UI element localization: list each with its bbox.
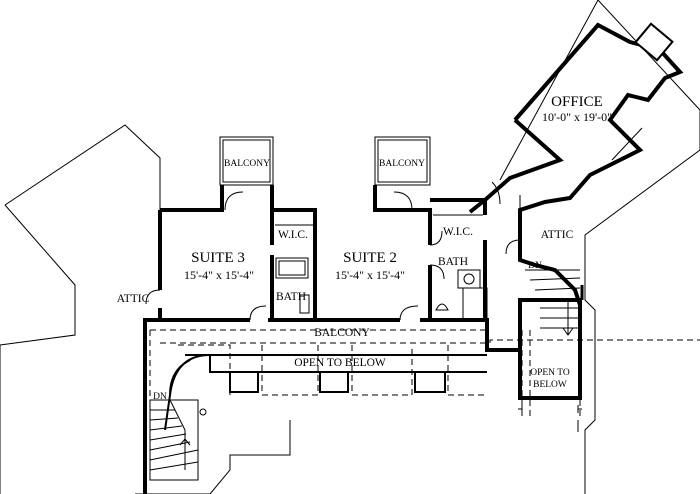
dn-right-label: DN: [528, 261, 542, 271]
sink-basin-right: [463, 273, 475, 285]
corridor-walls: [145, 298, 582, 400]
open-to-below-right-line1: OPEN TO: [530, 368, 570, 378]
open-to-below-railing: [185, 354, 487, 393]
suites-walls: [143, 185, 472, 494]
suite2-dims: 15'-4" x 15'-4": [335, 268, 405, 282]
toilet-left: [299, 294, 310, 314]
suite2-label: SUITE 2: [343, 250, 397, 266]
door-suite2: [393, 191, 413, 211]
wic-left-label: W.I.C.: [278, 229, 308, 241]
balcony-right-inner: [377, 139, 428, 183]
attic-left-label: ATTIC: [117, 293, 150, 305]
open-to-below-ticks: [518, 405, 582, 432]
open-to-below-right-line2: BELOW: [533, 380, 567, 390]
balcony-left-label: BALCONY: [224, 159, 270, 169]
tub-left: [275, 257, 309, 279]
stair-right: [525, 269, 584, 336]
attic-right-label: ATTIC: [541, 229, 574, 241]
balcony-right-box: [374, 136, 431, 186]
office-door: [491, 181, 501, 205]
open-to-below-main-label: OPEN TO BELOW: [294, 357, 386, 369]
stair-curve-left: [164, 354, 211, 431]
chimney: [634, 22, 674, 62]
balcony-dashed-line: [149, 329, 700, 481]
bath-right-label: BATH: [438, 256, 468, 268]
door-bath-right: [429, 264, 445, 280]
door-suite3-balcony: [249, 305, 267, 321]
dn-left-label: DN: [153, 392, 167, 402]
office-dims: 10'-0" x 19'-0": [542, 110, 612, 124]
door-suite3: [224, 191, 244, 211]
door-suite2-balcony: [399, 305, 419, 321]
office-window-1: [527, 41, 584, 104]
suite3-label: SUITE 3: [191, 250, 245, 266]
door-attic-left: [145, 289, 161, 305]
office-label: OFFICE: [551, 94, 603, 110]
balcony-left-box: [219, 136, 274, 186]
office-lower-wall: [468, 118, 564, 214]
balcony-main-label: BALCONY: [314, 327, 370, 339]
door-wic-right: [429, 230, 443, 246]
stair-left: [149, 399, 207, 481]
suites-inner-walls: [270, 198, 487, 320]
balcony-right-label: BALCONY: [379, 159, 425, 169]
balcony-left-inner: [222, 139, 271, 183]
bath-left-label: BATH: [276, 291, 306, 303]
office-window-2: [611, 127, 643, 161]
sink-right: [457, 269, 481, 289]
wic-right-label: W.I.C.: [443, 226, 473, 238]
toilet-right: [435, 303, 449, 311]
tub-left-inner: [278, 260, 306, 276]
suite3-dims: 15'-4" x 15'-4": [184, 268, 254, 282]
door-attic-right: [505, 239, 521, 255]
